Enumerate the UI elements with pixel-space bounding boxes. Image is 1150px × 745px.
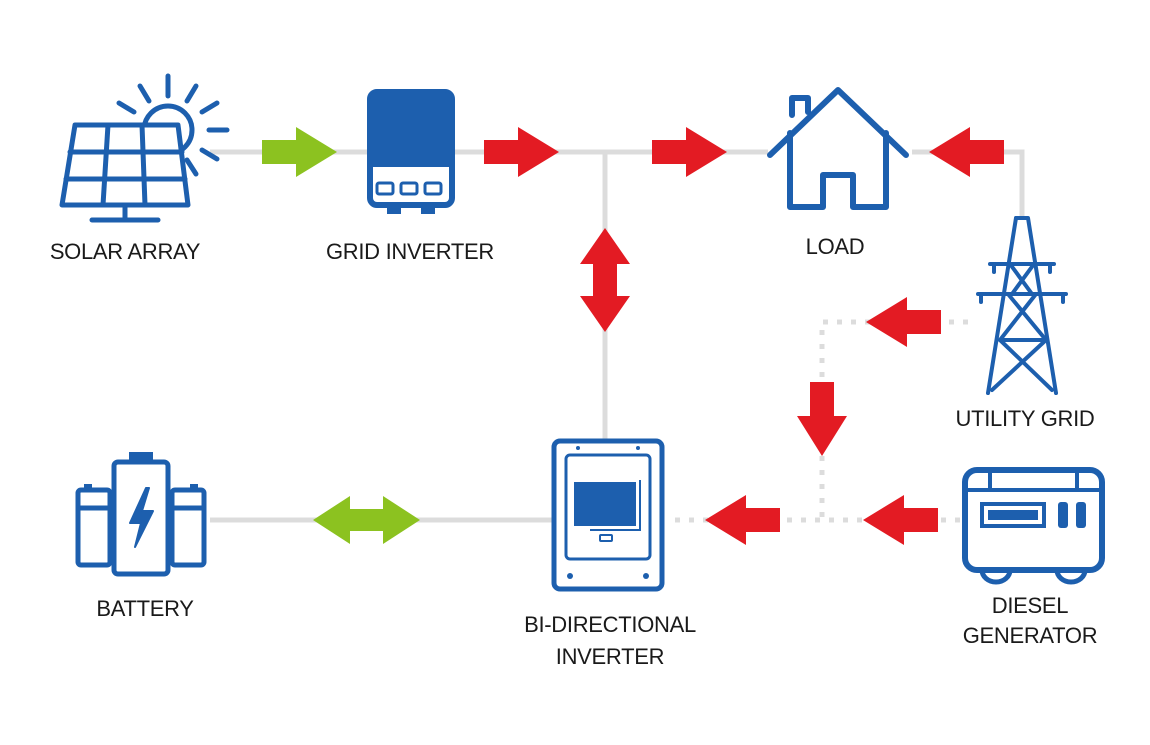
solar-panel-sun-icon bbox=[59, 73, 230, 223]
bi-directional-inverter-icon bbox=[551, 438, 665, 592]
battery-bank-icon bbox=[75, 452, 207, 577]
bi-directional-inverter-label-line1: BI-DIRECTIONAL bbox=[524, 612, 696, 637]
diesel-generator-label-line1: DIESEL bbox=[991, 593, 1069, 618]
arrow-utility-to-bi-path bbox=[866, 297, 941, 347]
arrow-bidirectional-vertical bbox=[580, 228, 630, 332]
arrow-solar-to-inverter bbox=[262, 127, 337, 177]
arrow-battery-bidirectional bbox=[313, 496, 420, 544]
diesel-generator-icon bbox=[962, 467, 1105, 585]
solar-array-label: SOLAR ARRAY bbox=[49, 239, 201, 264]
transmission-tower-icon bbox=[976, 216, 1068, 395]
grid-inverter-icon bbox=[367, 89, 455, 214]
arrow-junction-to-load bbox=[652, 127, 727, 177]
arrow-generator-to-bi-path bbox=[863, 495, 938, 545]
house-icon bbox=[767, 87, 909, 210]
diesel-generator-label-line2: GENERATOR bbox=[962, 623, 1098, 648]
arrow-down-to-bi-path bbox=[797, 382, 847, 456]
utility-grid-label: UTILITY GRID bbox=[955, 406, 1095, 431]
arrow-utility-to-load bbox=[929, 127, 1004, 177]
load-label: LOAD bbox=[805, 234, 865, 259]
bi-directional-inverter-label-line2: INVERTER bbox=[555, 644, 665, 669]
flow-arrows bbox=[262, 127, 1004, 545]
arrow-inverter-to-junction bbox=[484, 127, 559, 177]
battery-label: BATTERY bbox=[96, 596, 194, 621]
arrow-to-bi-inverter bbox=[705, 495, 780, 545]
grid-inverter-label: GRID INVERTER bbox=[325, 239, 495, 264]
